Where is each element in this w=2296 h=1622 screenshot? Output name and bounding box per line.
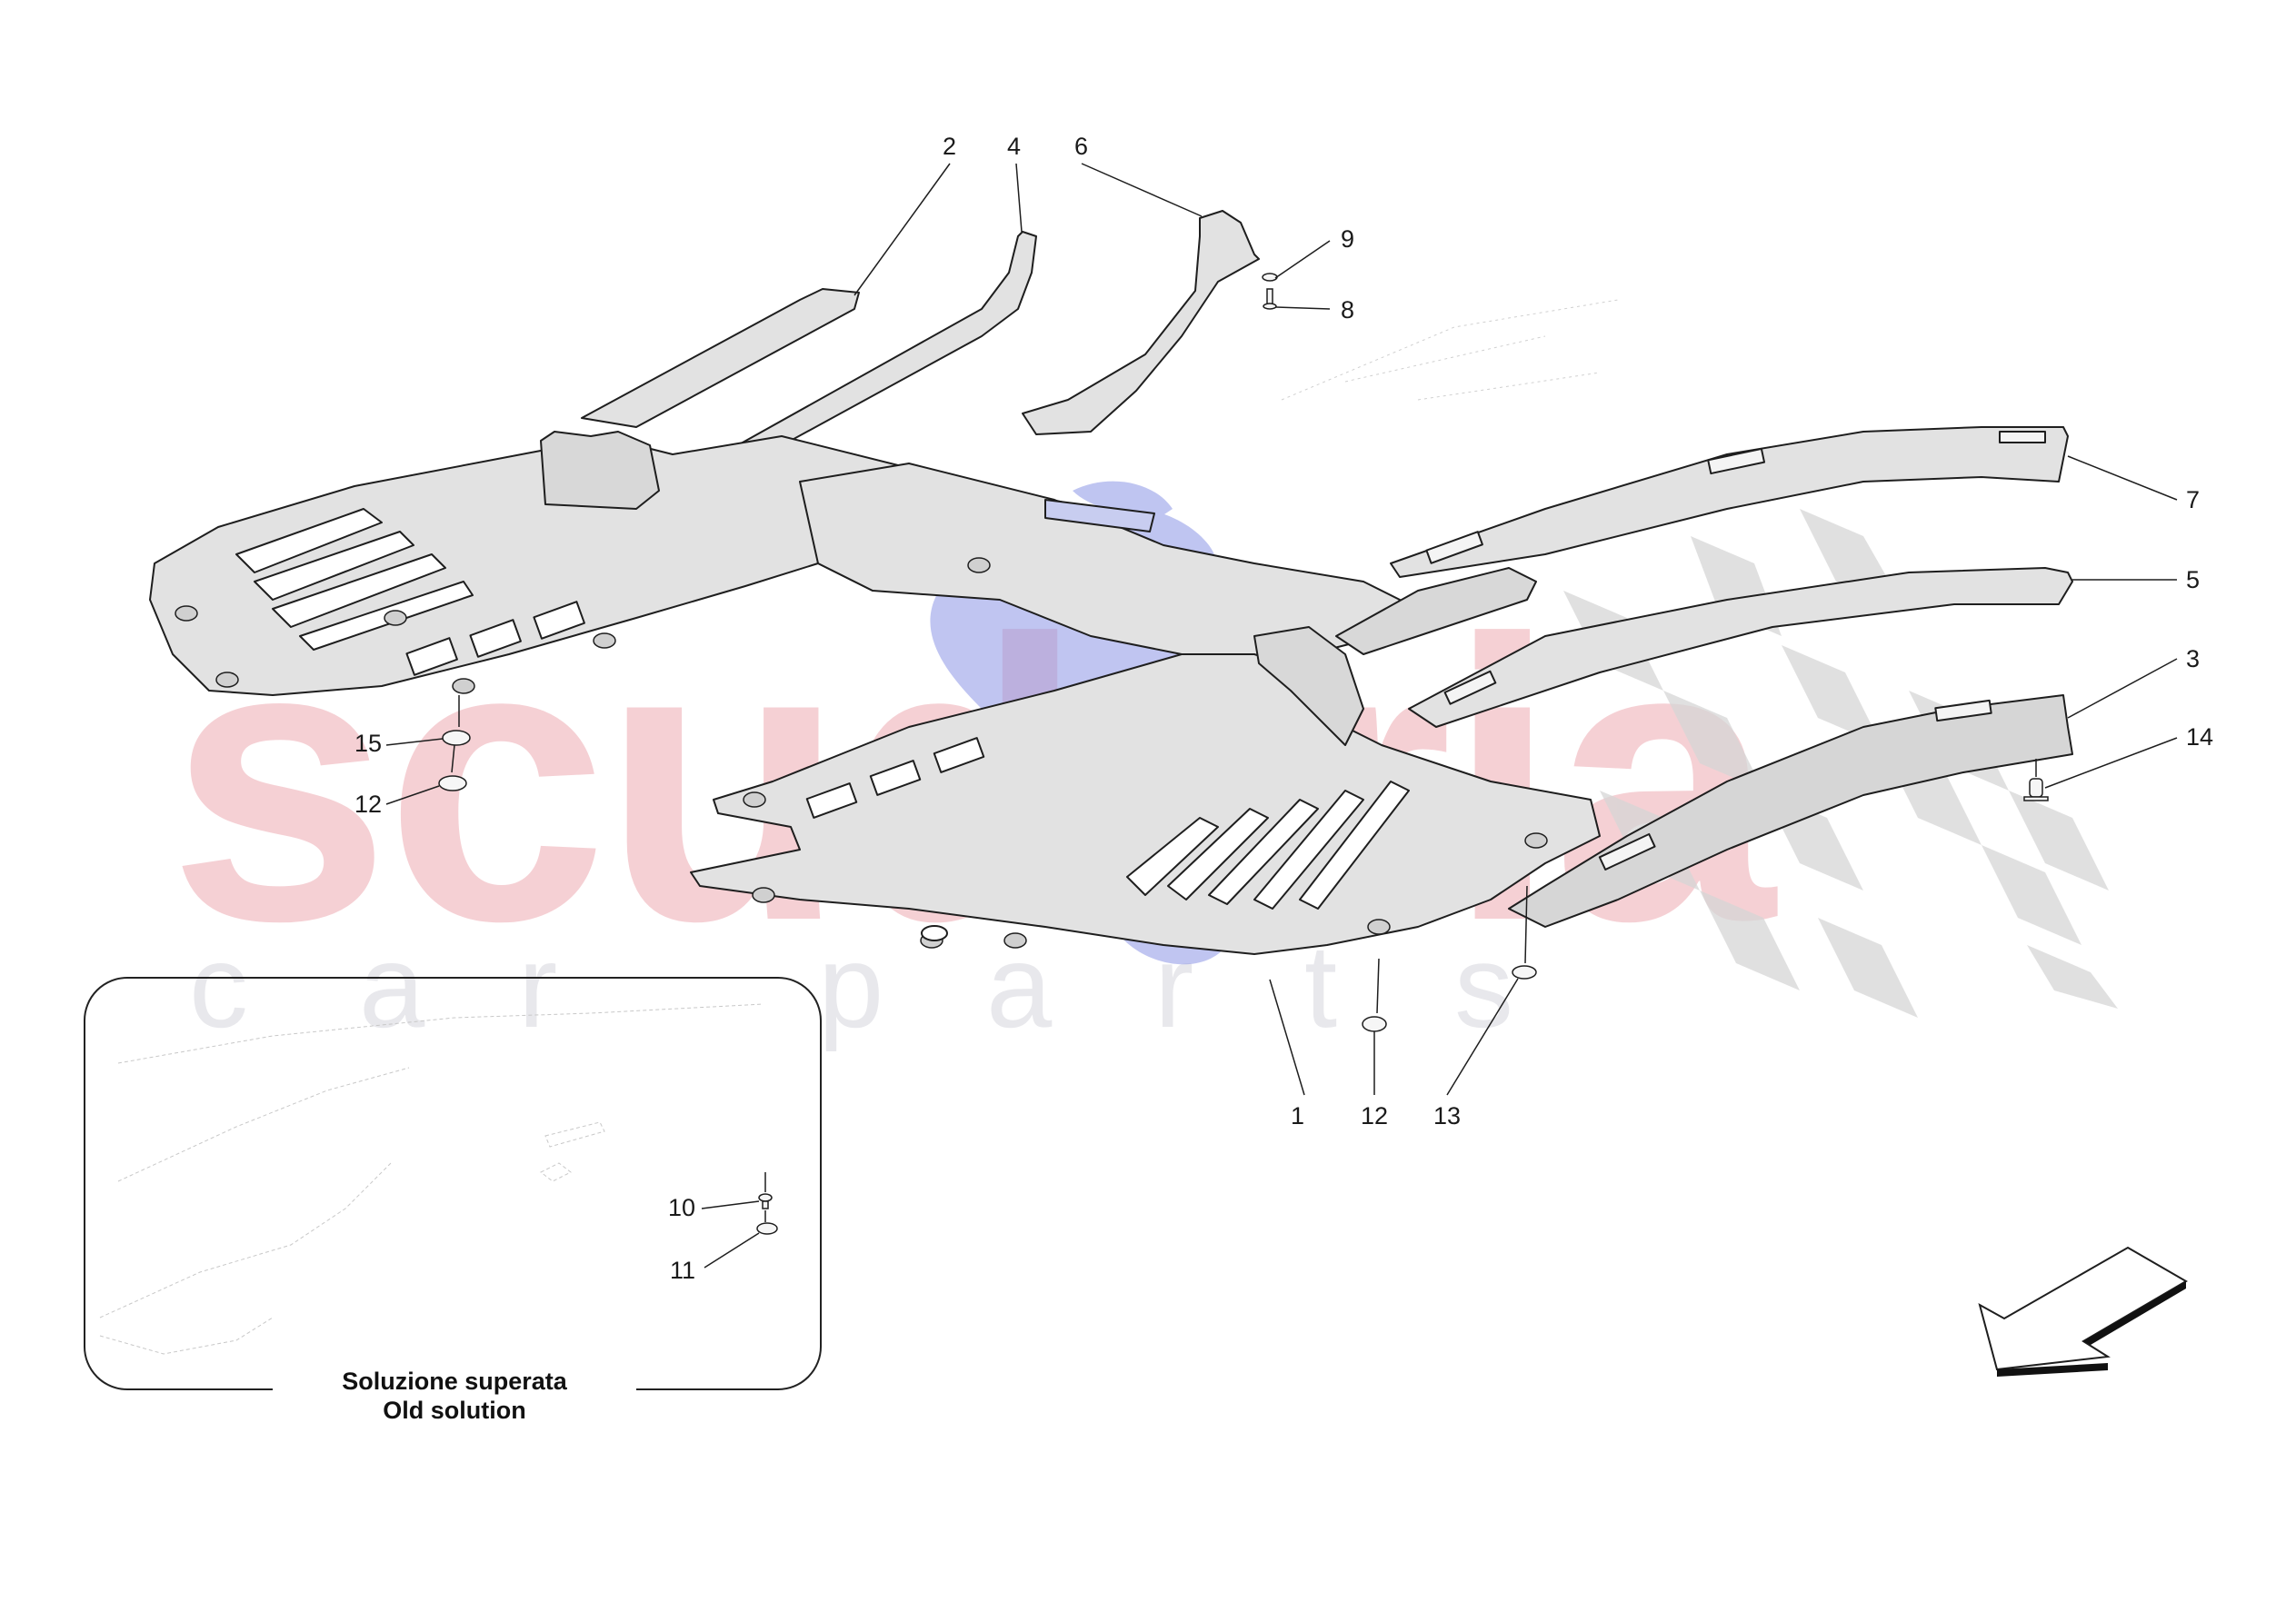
- callout-12-left[interactable]: 12: [354, 791, 383, 818]
- front-grille-slats: [1126, 781, 1410, 910]
- rear-tower-bracket: [540, 431, 660, 510]
- fasteners: [438, 273, 2049, 1032]
- strip-mounting-pads: [1425, 431, 2046, 871]
- callout-4[interactable]: 4: [1007, 133, 1022, 160]
- callout-1[interactable]: 1: [1291, 1102, 1305, 1129]
- inset-caption-italian: Soluzione superata: [342, 1368, 567, 1395]
- part-12-grommet-front: [1362, 1016, 1387, 1032]
- parts: [149, 210, 2073, 955]
- part-15-washer: [442, 730, 471, 746]
- inset-caption-english: Old solution: [383, 1397, 526, 1424]
- callout-7[interactable]: 7: [2186, 486, 2201, 513]
- callout-14[interactable]: 14: [2186, 723, 2214, 751]
- part-11-washer: [756, 1222, 778, 1235]
- part-6-curved-strip: [1022, 210, 1260, 435]
- front-vents: [805, 737, 985, 819]
- callout-3[interactable]: 3: [2186, 645, 2201, 672]
- callout-5[interactable]: 5: [2186, 566, 2201, 593]
- callout-15[interactable]: 15: [354, 730, 383, 757]
- part-14-clip: [2029, 778, 2043, 798]
- inset-caption: Soluzione superata Old solution: [273, 1367, 636, 1425]
- callout-2[interactable]: 2: [943, 133, 957, 160]
- rear-vents: [405, 601, 585, 676]
- part-9-washer: [1262, 273, 1278, 282]
- callout-13[interactable]: 13: [1433, 1102, 1462, 1129]
- centre-raised-panel: [1044, 499, 1155, 532]
- part-12-grommet-left: [438, 775, 467, 791]
- callout-6[interactable]: 6: [1074, 133, 1089, 160]
- part-1-undertray-front: [690, 653, 1601, 955]
- old-solution-inset: [84, 977, 822, 1390]
- inset-fasteners: [756, 1172, 778, 1235]
- inset-ghost-drawing: [99, 1003, 764, 1355]
- front-tower-bracket: [1253, 626, 1364, 746]
- ghost-outline: [1281, 299, 1619, 401]
- callout-10[interactable]: 10: [668, 1194, 696, 1221]
- front-wing-bracket: [1335, 567, 1537, 655]
- part-2-trim-strip: [581, 288, 860, 428]
- front-direction-arrow-icon: [1978, 1246, 2188, 1377]
- callout-11[interactable]: 11: [670, 1257, 696, 1284]
- part-13-pin: [1512, 965, 1537, 980]
- callout-12-front[interactable]: 12: [1361, 1102, 1389, 1129]
- part-5-side-strip: [1408, 567, 2073, 728]
- callout-8[interactable]: 8: [1341, 296, 1355, 323]
- leader-lines: [385, 163, 2178, 1269]
- callout-9[interactable]: 9: [1341, 225, 1355, 253]
- part-3-side-strip: [1508, 694, 2073, 928]
- drain-hole: [921, 925, 948, 941]
